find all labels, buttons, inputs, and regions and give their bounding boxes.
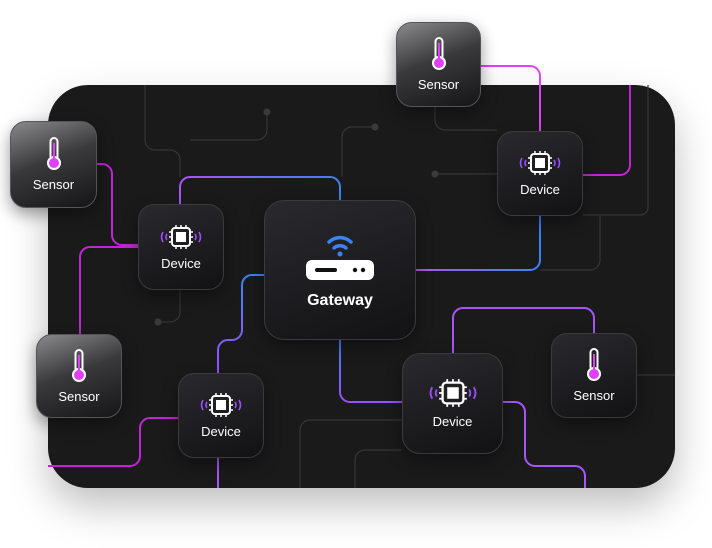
- thermometer-icon: [72, 348, 86, 382]
- sensor-label: Sensor: [32, 177, 75, 192]
- chip-icon: [429, 379, 476, 407]
- gateway-label: Gateway: [307, 292, 373, 309]
- sensor-node-right[interactable]: Sensor: [551, 333, 637, 418]
- device-node-left[interactable]: Device: [138, 204, 224, 290]
- device-label: Device: [201, 424, 241, 439]
- sensor-label: Sensor: [573, 388, 615, 403]
- device-node-bottom-center[interactable]: Device: [402, 353, 503, 454]
- sensor-label: Sensor: [417, 77, 460, 92]
- sensor-node-top[interactable]: Sensor: [396, 22, 481, 107]
- chip-icon: [160, 224, 202, 249]
- background-traces: [144, 85, 675, 488]
- device-node-top-right[interactable]: Device: [497, 131, 583, 216]
- thermometer-icon: [46, 137, 61, 170]
- wifi-router-icon: [306, 235, 374, 280]
- chip-icon: [519, 151, 561, 175]
- sensor-label: Sensor: [58, 388, 100, 404]
- device-label: Device: [520, 182, 560, 197]
- gateway-node[interactable]: Gateway: [264, 200, 416, 340]
- chip-icon: [200, 393, 242, 417]
- sensor-node-left-bottom[interactable]: Sensor: [36, 334, 122, 418]
- device-node-bottom-left[interactable]: Device: [178, 373, 264, 458]
- device-label: Device: [432, 414, 473, 429]
- trace-dots: [154, 108, 439, 326]
- device-label: Device: [161, 255, 201, 271]
- thermometer-icon: [431, 37, 446, 70]
- sensor-node-left-top[interactable]: Sensor: [10, 121, 97, 208]
- thermometer-icon: [587, 348, 601, 381]
